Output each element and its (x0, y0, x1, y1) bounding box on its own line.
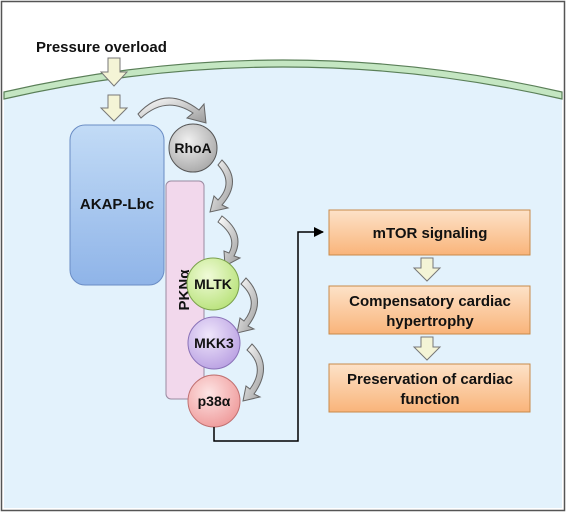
outcome-hypertrophy-line2: hypertrophy (386, 313, 474, 330)
outcome-box-hypertrophy (328, 285, 531, 335)
p38-to-mtor-connector (213, 227, 324, 442)
down-arrow-2 (412, 336, 442, 361)
rhoa-node (168, 123, 218, 173)
down-arrow-1 (412, 257, 442, 282)
rhoa-label: RhoA (174, 140, 211, 156)
curved-arrow-pkn-mltk (217, 215, 242, 267)
mkk3-label: MKK3 (194, 335, 234, 351)
curved-arrow-mkk3-p38 (242, 343, 264, 402)
cell-membrane (3, 59, 563, 100)
curved-arrow-akap-rhoa (137, 97, 207, 124)
pressure-arrow-inner (99, 94, 129, 122)
stimulus-label: Pressure overload (36, 39, 167, 56)
curved-arrow-mltk-mkk3 (236, 277, 258, 334)
outcome-box-mtor (328, 209, 531, 256)
akap-lbc-box (69, 124, 165, 286)
curved-arrow-rhoa-pkn (209, 159, 233, 213)
p38-alpha-label: p38α (198, 393, 231, 409)
mltk-label: MLTK (194, 276, 232, 292)
pressure-arrow-outer (99, 57, 129, 87)
mkk3-node (187, 316, 241, 370)
cascade-arrows (137, 97, 264, 402)
outcome-box-function (328, 363, 531, 413)
outcome-function-line2: function (400, 391, 459, 408)
outcome-function-line1: Preservation of cardiac (347, 371, 513, 388)
outcome-hypertrophy-line1: Compensatory cardiac (349, 293, 511, 310)
akap-lbc-label: AKAP-Lbc (80, 196, 154, 213)
outcome-mtor-label: mTOR signaling (373, 225, 488, 242)
mltk-node (186, 257, 240, 311)
